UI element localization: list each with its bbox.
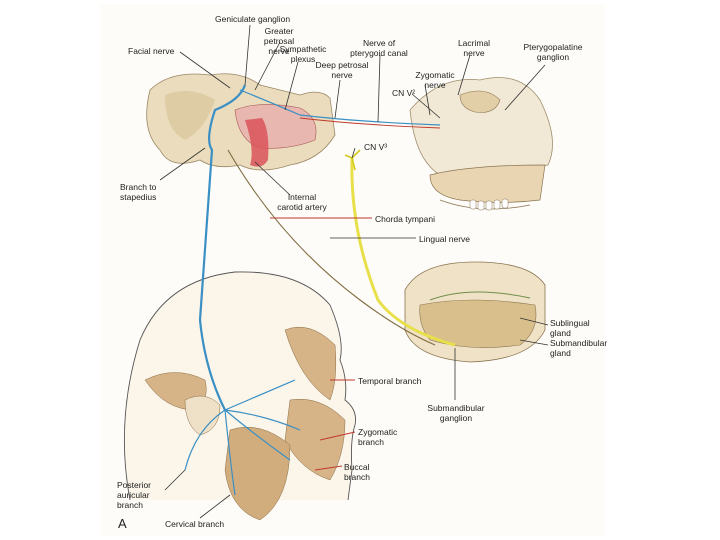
label-internal-carotid-artery: Internal carotid artery [277,192,327,212]
label-lingual-nerve: Lingual nerve [419,234,471,244]
panel-label: A [118,516,127,531]
label-deep-petrosal-nerve: Deep petrosal nerve [315,60,369,80]
nasal-region [409,77,553,211]
label-zygomatic-branch: Zygomatic branch [358,427,398,447]
trigeminal-paths [227,117,456,347]
label-facial-nerve: Facial nerve [128,46,175,56]
label-pterygopalatine-ganglion: Pterygopalatine ganglion [523,42,583,62]
label-zygomatic-nerve: Zygomatic nerve [415,70,455,90]
label-branch-to-stapedius: Branch to stapedius [120,182,157,202]
leader-lines [159,24,549,519]
label-sublingual-gland: Sublingual gland [550,318,590,338]
gland-inset [404,261,546,363]
head-outline [123,271,356,521]
label-sympathetic-plexus: Sympathetic plexus [279,44,327,64]
label-posterior-auricular-branch: Posterior auricular branch [117,480,152,510]
label-cn-v3: CN V³ [364,142,388,152]
label-cn-v2: CN V² [392,88,416,98]
label-lacrimal-nerve: Lacrimal nerve [457,38,491,58]
label-cervical-branch: Cervical branch [165,519,225,529]
label-temporal-branch: Temporal branch [358,376,422,386]
label-nerve-of-pterygoid-canal: Nerve of pterygoid canal [350,38,408,58]
label-geniculate-ganglion: Geniculate ganglion [215,14,291,24]
label-greater-petrosal-nerve: Greater petrosal nerve [263,26,295,56]
internal-carotid-artery-shape [245,118,269,167]
facial-nerve-paths [184,84,441,496]
label-submandibular-gland: Submandibular gland [550,338,608,358]
label-buccal-branch: Buccal branch [344,462,370,482]
label-submandibular-ganglion: Submandibular ganglion [427,403,485,423]
label-chorda-tympani: Chorda tympani [375,214,436,224]
